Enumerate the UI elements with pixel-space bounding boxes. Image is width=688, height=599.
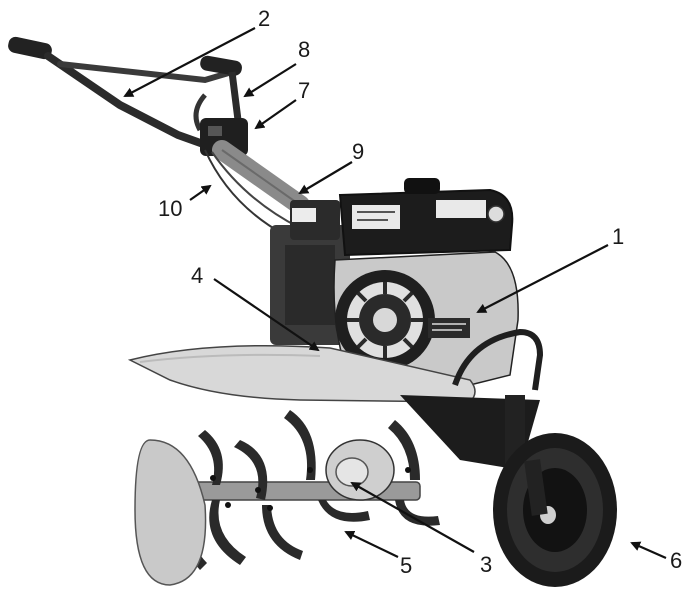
callout-leaders xyxy=(123,27,667,560)
leader-5 xyxy=(344,530,399,558)
leader-2 xyxy=(123,27,256,97)
callout-numbers: 1 2 3 4 5 6 7 8 9 10 xyxy=(158,6,682,578)
leader-7 xyxy=(254,99,297,130)
callout-9: 9 xyxy=(352,139,364,164)
callout-5: 5 xyxy=(400,553,412,578)
callout-1: 1 xyxy=(612,224,624,249)
tines xyxy=(134,410,440,586)
leader-4 xyxy=(213,278,320,352)
leader-10 xyxy=(189,184,212,201)
callout-4: 4 xyxy=(191,263,203,288)
callout-8: 8 xyxy=(298,37,310,62)
leader-6 xyxy=(630,541,667,560)
callout-2: 2 xyxy=(258,6,270,31)
callout-3: 3 xyxy=(480,552,492,577)
callout-6: 6 xyxy=(670,548,682,573)
leader-3 xyxy=(350,482,475,553)
leader-8 xyxy=(243,63,297,98)
callout-7: 7 xyxy=(298,78,310,103)
leader-9 xyxy=(298,161,353,195)
engine xyxy=(270,178,519,386)
fender xyxy=(127,344,476,403)
handlebar xyxy=(8,36,310,236)
transport-wheel xyxy=(493,433,617,587)
leader-1 xyxy=(476,244,609,313)
callout-10: 10 xyxy=(158,196,182,221)
